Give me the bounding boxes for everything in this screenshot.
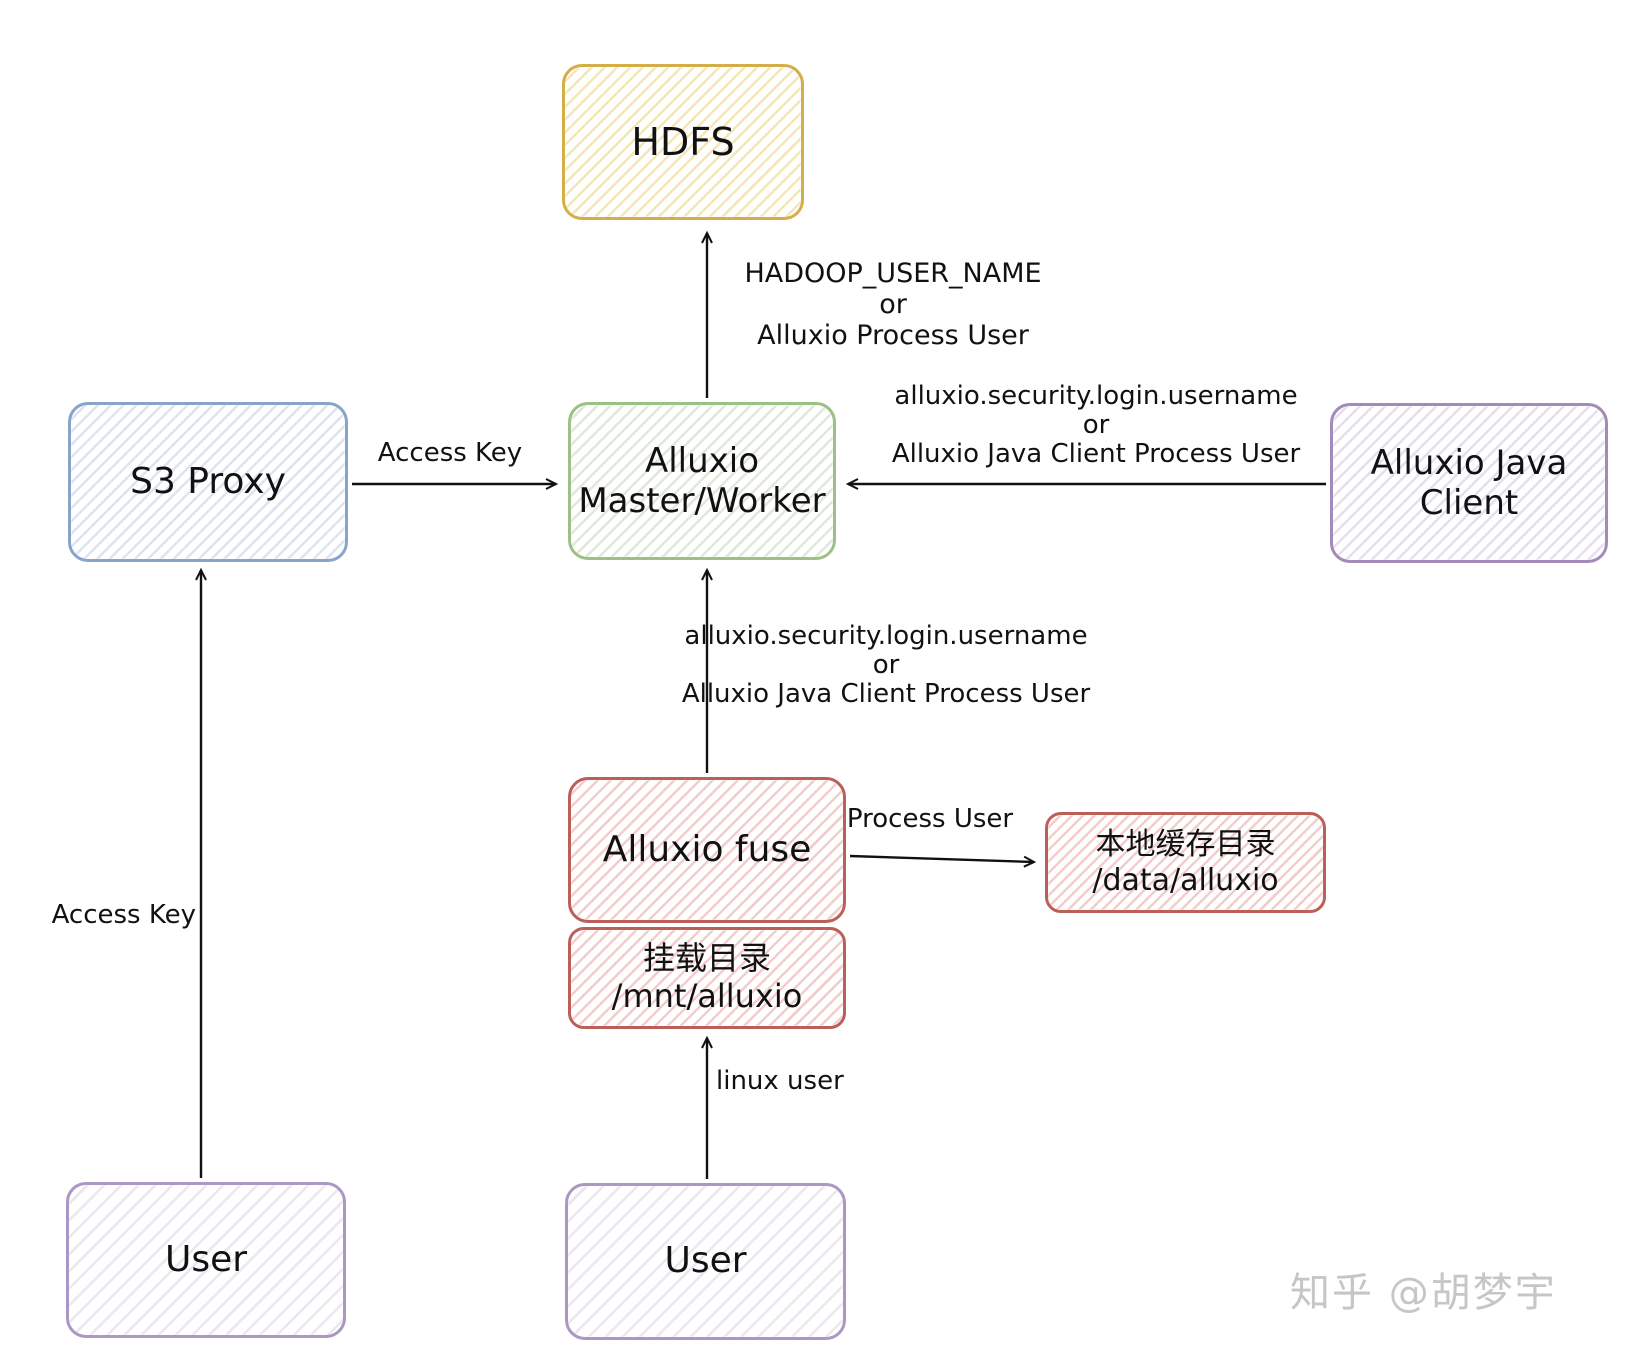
node-user-left: User bbox=[66, 1182, 346, 1338]
node-hdfs-label: HDFS bbox=[631, 119, 735, 164]
edge-label-java-client-auth-line2: or bbox=[1082, 410, 1110, 440]
edge-label-fuse-auth: alluxio.security.login.username or Allux… bbox=[676, 622, 1096, 709]
node-java-client-label-line2: Client bbox=[1419, 483, 1519, 523]
node-mount-dir-label-line1: 挂载目录 bbox=[642, 939, 771, 978]
node-s3-proxy: S3 Proxy bbox=[68, 402, 348, 562]
node-master-label-line1: Alluxio bbox=[644, 440, 760, 481]
node-local-cache-dir: 本地缓存目录 /data/alluxio bbox=[1045, 812, 1326, 913]
node-master-label-line2: Master/Worker bbox=[578, 481, 826, 521]
edge-label-java-client-auth: alluxio.security.login.username or Allux… bbox=[886, 382, 1306, 469]
edge-label-hadoop-user: HADOOP_USER_NAME or Alluxio Process User bbox=[738, 258, 1048, 351]
edge-label-fuse-auth-line1: alluxio.security.login.username bbox=[684, 621, 1088, 651]
edge-label-java-client-auth-line3: Alluxio Java Client Process User bbox=[891, 439, 1301, 469]
edge-label-hadoop-user-line1: HADOOP_USER_NAME bbox=[744, 258, 1042, 289]
node-alluxio-java-client: Alluxio Java Client bbox=[1330, 403, 1608, 563]
edge-label-java-client-auth-line1: alluxio.security.login.username bbox=[894, 381, 1298, 411]
node-fuse-label: Alluxio fuse bbox=[602, 828, 812, 870]
watermark: 知乎 @胡梦宇 bbox=[1290, 1270, 1557, 1316]
node-alluxio-fuse: Alluxio fuse bbox=[568, 777, 846, 923]
node-alluxio-master-worker: Alluxio Master/Worker bbox=[568, 402, 836, 560]
node-cache-dir-label-line2: /data/alluxio bbox=[1092, 862, 1279, 898]
node-cache-dir-label-line1: 本地缓存目录 bbox=[1095, 827, 1276, 863]
node-java-client-label-line1: Alluxio Java bbox=[1370, 442, 1568, 483]
edge-label-fuse-auth-line3: Alluxio Java Client Process User bbox=[681, 679, 1091, 709]
node-s3-proxy-label: S3 Proxy bbox=[130, 460, 286, 502]
node-hdfs: HDFS bbox=[562, 64, 804, 220]
edge-label-linux-user: linux user bbox=[716, 1066, 844, 1096]
edge-label-process-user: Process User bbox=[846, 804, 1014, 834]
edge-label-access-key-left: Access Key bbox=[51, 900, 196, 930]
edge-label-hadoop-user-line3: Alluxio Process User bbox=[757, 320, 1029, 351]
node-mount-dir-label-line2: /mnt/alluxio bbox=[611, 977, 803, 1015]
node-user-bottom: User bbox=[565, 1183, 846, 1340]
arrow-fuse-to-cache bbox=[849, 854, 1037, 868]
edge-label-fuse-auth-line2: or bbox=[872, 650, 900, 680]
edge-label-access-key-top: Access Key bbox=[377, 438, 523, 468]
node-user-left-label: User bbox=[164, 1238, 248, 1280]
edge-label-hadoop-user-line2: or bbox=[879, 289, 907, 320]
node-mount-dir: 挂载目录 /mnt/alluxio bbox=[568, 927, 846, 1029]
node-user-bottom-label: User bbox=[664, 1240, 747, 1282]
